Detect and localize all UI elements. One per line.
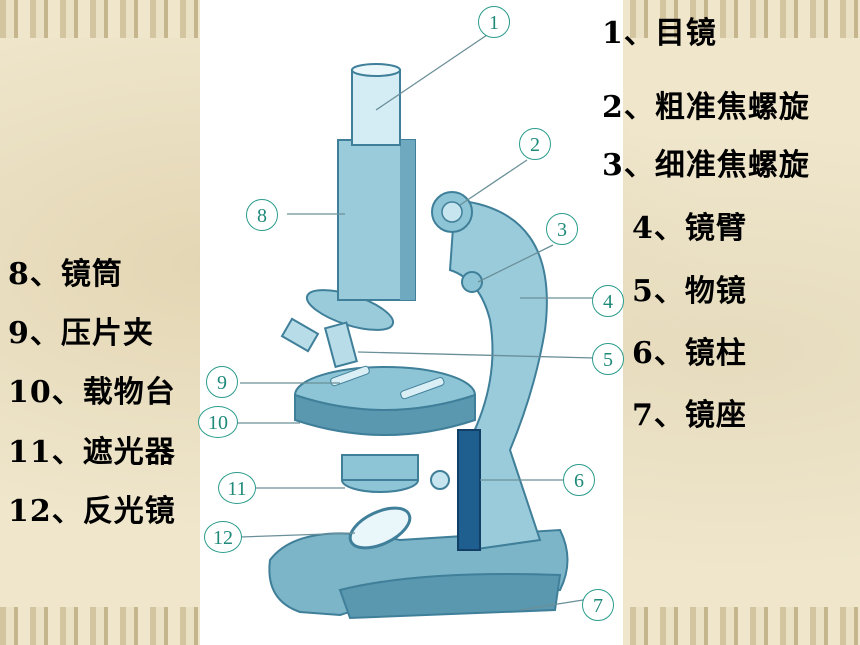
stage-clip-right [400,377,445,400]
callout-5: 5 [592,343,624,375]
label-base: 7、镜座 [632,398,747,433]
callout-11: 11 [218,472,256,504]
callout-10: 10 [198,406,238,438]
microscope-pillar [457,429,481,551]
label-stage: 10、载物台 [8,375,176,410]
microscope-base-front [338,573,562,620]
label-fine-adjustment: 3、细准焦螺旋 [602,148,810,183]
label-objective: 5、物镜 [632,274,747,309]
label-eyepiece: 1、目镜 [602,16,717,51]
objective-lens [323,321,358,369]
leader-lines [235,34,596,611]
label-diaphragm: 11、遮光器 [8,435,176,470]
label-tube: 8、镜筒 [8,257,123,292]
callout-1: 1 [478,6,510,38]
label-coarse-adjustment: 2、粗准焦螺旋 [602,90,810,125]
microscope-eyepiece [351,69,401,146]
label-mirror: 12、反光镜 [8,494,176,529]
callout-4: 4 [592,285,624,317]
microscope-mirror [348,506,412,550]
callout-9: 9 [206,366,238,398]
callout-3: 3 [546,213,578,245]
microscope-stage-side [294,393,476,436]
label-pillar: 6、镜柱 [632,336,747,371]
callout-12: 12 [204,521,242,553]
label-arm: 4、镜臂 [632,211,747,246]
label-stage-clip: 9、压片夹 [8,316,154,351]
callout-8: 8 [246,199,278,231]
fine-adjustment-knob [461,271,483,293]
callout-6: 6 [563,464,595,496]
callout-7: 7 [582,589,614,621]
callout-2: 2 [519,128,551,160]
